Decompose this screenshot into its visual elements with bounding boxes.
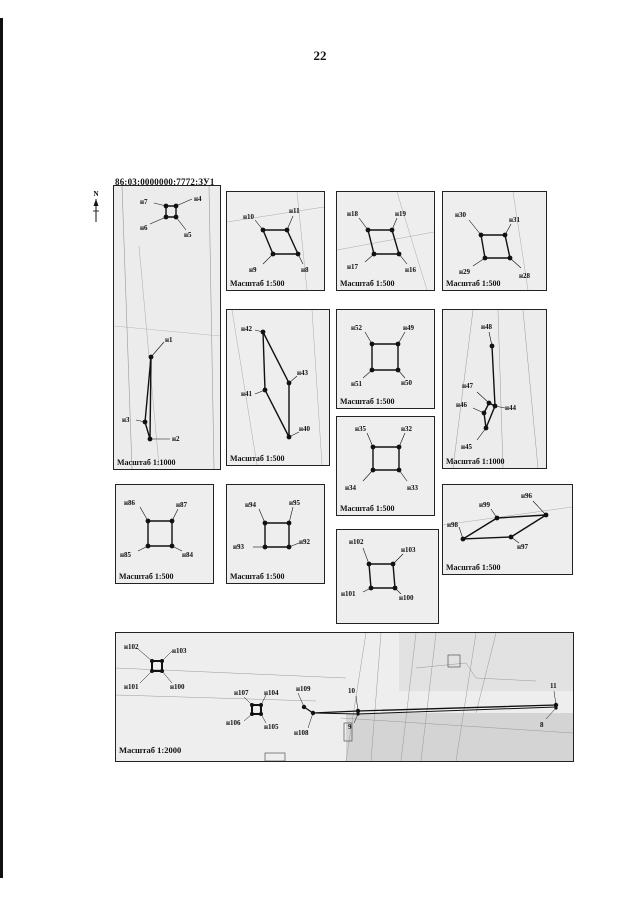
point-label-n101: н101 — [124, 683, 139, 691]
panel-parcel-n1-n7: н7 н4 н5 н6 н1 н3 н2 Масштаб 1:1000 — [113, 185, 221, 470]
point-label-n106: н106 — [226, 719, 241, 727]
point-label-n1: н1 — [165, 336, 173, 344]
panel-overview-map: н102 н103 н100 н101 н107 н104 н105 н106 … — [115, 632, 574, 762]
scale-label: Масштаб 1:500 — [340, 279, 395, 288]
point-label-n51: н51 — [351, 380, 363, 388]
point-label-n100: н100 — [170, 683, 185, 691]
scale-label: Масштаб 1:500 — [340, 504, 395, 513]
point-label-n107: н107 — [234, 689, 249, 697]
point-label-n95: н95 — [289, 499, 301, 507]
point-label-n32: н32 — [401, 425, 413, 433]
panel-parcel-n8-n11: н10 н11 н8 н9 Масштаб 1:500 — [226, 191, 325, 291]
point-label-n49: н49 — [403, 324, 415, 332]
point-label-n103: н103 — [401, 546, 416, 554]
point-label-n100: н100 — [399, 594, 414, 602]
north-arrow-icon: N — [93, 190, 99, 222]
panel-parcel-n28-n31: н30 н31 н28 н29 Масштаб 1:500 — [442, 191, 547, 291]
panel-parcel-n32-n35: н35 н32 н33 н34 Масштаб 1:500 — [336, 416, 435, 516]
scale-label: Масштаб 1:1000 — [117, 458, 176, 467]
point-label-n87: н87 — [176, 501, 188, 509]
left-edge-line — [0, 18, 3, 878]
point-label-n11: н11 — [289, 207, 300, 215]
scale-label: Масштаб 1:2000 — [119, 745, 182, 755]
point-label-n52: н52 — [351, 324, 363, 332]
point-label-n102: н102 — [124, 643, 139, 651]
point-label-n42: н42 — [241, 325, 253, 333]
point-label-n45: н45 — [461, 443, 473, 451]
point-label-n7: н7 — [140, 198, 148, 206]
point-label-n5: н5 — [184, 231, 192, 239]
panel-parcel-n44-n48: н48 н44 н45 н46 н47 Масштаб 1:1000 — [442, 309, 547, 469]
scale-label: Масштаб 1:1000 — [446, 457, 505, 466]
point-label-n101: н101 — [341, 590, 356, 598]
point-label-n92: н92 — [299, 538, 311, 546]
point-label-n3: н3 — [122, 416, 130, 424]
scale-label: Масштаб 1:500 — [230, 454, 285, 463]
point-label-p8: 8 — [540, 721, 544, 729]
panel-parcel-n84-n87: н86 н87 н84 н85 Масштаб 1:500 — [115, 484, 214, 584]
point-label-n105: н105 — [264, 723, 279, 731]
point-label-n9: н9 — [249, 266, 257, 274]
scale-label: Масштаб 1:500 — [446, 563, 501, 572]
point-label-n99: н99 — [479, 501, 491, 509]
point-label-n2: н2 — [172, 435, 180, 443]
scale-label: Масштаб 1:500 — [230, 279, 285, 288]
point-label-n8: н8 — [301, 266, 309, 274]
point-label-n50: н50 — [401, 379, 413, 387]
point-label-n98: н98 — [447, 521, 459, 529]
point-label-n85: н85 — [120, 551, 132, 559]
point-label-n28: н28 — [519, 272, 531, 280]
point-label-n108: н108 — [294, 729, 309, 737]
point-label-n31: н31 — [509, 216, 521, 224]
point-label-n97: н97 — [517, 543, 529, 551]
north-label: N — [93, 190, 98, 198]
point-label-n34: н34 — [345, 484, 357, 492]
point-label-n104: н104 — [264, 689, 279, 697]
point-label-n86: н86 — [124, 499, 136, 507]
scale-label: Масштаб 1:500 — [119, 572, 174, 581]
panel-parcel-n92-n95: н94 н95 н92 н93 Масштаб 1:500 — [226, 484, 325, 584]
point-label-n48: н48 — [481, 323, 493, 331]
point-label-n44: н44 — [505, 404, 517, 412]
point-label-p10: 10 — [348, 687, 356, 695]
point-label-n18: н18 — [347, 210, 359, 218]
page-number: 22 — [313, 48, 327, 63]
point-label-p9: 9 — [348, 723, 352, 731]
scale-label: Масштаб 1:500 — [230, 572, 285, 581]
panel-parcel-n96-n99: н96 н97 н98 н99 Масштаб 1:500 — [442, 484, 573, 575]
point-label-n17: н17 — [347, 263, 359, 271]
point-label-n16: н16 — [405, 266, 417, 274]
point-label-n102: н102 — [349, 538, 364, 546]
point-label-n30: н30 — [455, 211, 467, 219]
panel-parcel-n49-n52: н52 н49 н50 н51 Масштаб 1:500 — [336, 309, 435, 409]
point-label-n109: н109 — [296, 685, 311, 693]
panel-parcel-n100-n103: н102 н103 н100 н101 — [336, 529, 439, 624]
point-label-n47: н47 — [462, 382, 474, 390]
point-label-n93: н93 — [233, 543, 245, 551]
point-label-n33: н33 — [407, 484, 419, 492]
point-label-n4: н4 — [194, 195, 202, 203]
point-label-n10: н10 — [243, 213, 255, 221]
point-label-n46: н46 — [456, 401, 468, 409]
point-label-n29: н29 — [459, 268, 471, 276]
point-label-n19: н19 — [395, 210, 407, 218]
scale-label: Масштаб 1:500 — [446, 279, 501, 288]
point-label-n94: н94 — [245, 501, 257, 509]
point-label-n40: н40 — [299, 425, 311, 433]
point-label-n84: н84 — [182, 551, 194, 559]
scale-label: Масштаб 1:500 — [340, 397, 395, 406]
point-label-n41: н41 — [241, 390, 253, 398]
panel-parcel-n40-n43: н42 н43 н40 н41 Масштаб 1:500 — [226, 309, 330, 466]
panel-parcel-n16-n19: н18 н19 н16 н17 Масштаб 1:500 — [336, 191, 435, 291]
point-label-n6: н6 — [140, 224, 148, 232]
point-label-n43: н43 — [297, 369, 309, 377]
point-label-n35: н35 — [355, 425, 367, 433]
parcel-id: 86:03:0000000:7772:ЗУ1 — [115, 177, 215, 187]
point-label-n96: н96 — [521, 492, 533, 500]
point-label-n103: н103 — [172, 647, 187, 655]
point-label-p11: 11 — [550, 682, 557, 690]
